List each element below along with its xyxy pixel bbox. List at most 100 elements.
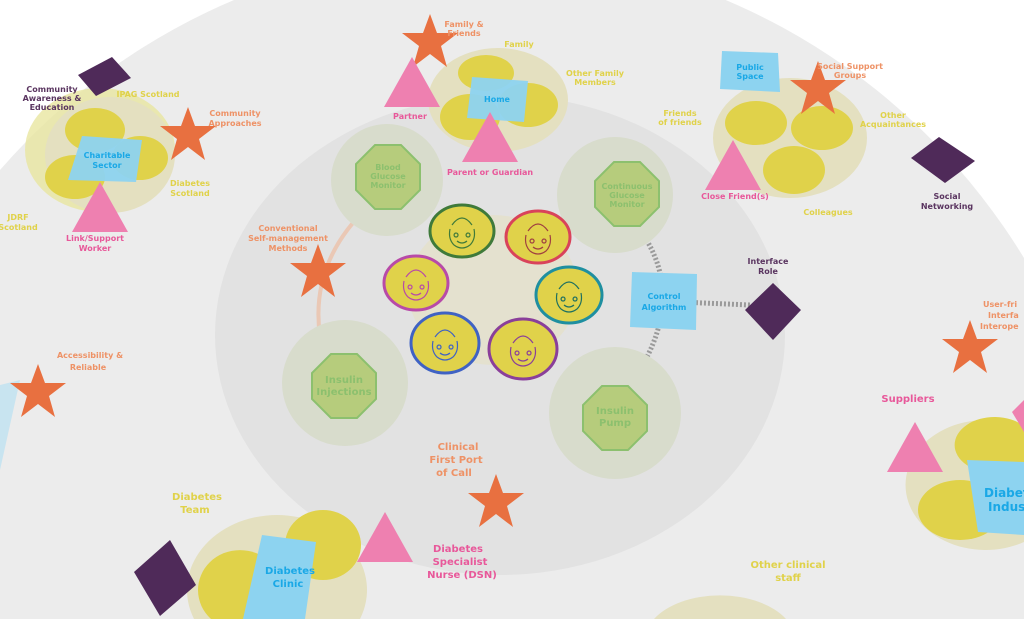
- charitable-sector-square: [68, 136, 142, 182]
- user-avatars: [382, 203, 604, 381]
- label-line: Friends: [447, 29, 480, 38]
- label-line: Interface: [748, 257, 789, 266]
- label-line: Charitable: [84, 151, 131, 160]
- label-line: Insulin: [325, 375, 363, 386]
- label-line: Education: [30, 103, 75, 112]
- label-line: Conventional: [258, 224, 318, 233]
- label: Parent or Guardian: [447, 168, 533, 177]
- label: Other clinical staff: [750, 560, 825, 584]
- label-line: Continuous: [602, 182, 653, 191]
- label-line: Methods: [269, 244, 308, 253]
- label: Family &Friends: [444, 20, 483, 38]
- label-line: of Call: [436, 468, 472, 479]
- label-line: Monitor: [370, 181, 405, 190]
- label-line: Groups: [834, 71, 866, 80]
- home-square: [467, 77, 528, 122]
- label-line: Diabet: [984, 486, 1024, 500]
- label-line: First Port: [429, 455, 483, 466]
- label-line: Interope: [980, 322, 1019, 331]
- label-line: Nurse (DSN): [427, 570, 497, 581]
- label-line: Injections: [316, 387, 371, 398]
- label-line: Link/Support: [66, 234, 124, 243]
- label-line: Friends: [663, 109, 696, 118]
- label-line: Scotland: [170, 189, 210, 198]
- avatar: [534, 265, 604, 325]
- label-line: Indus: [988, 500, 1024, 514]
- control-algorithm-square: [630, 272, 697, 330]
- label-line: Networking: [921, 202, 974, 211]
- label-line: Public: [736, 63, 764, 72]
- label: Partner: [393, 112, 427, 121]
- public-space-square: [720, 51, 780, 92]
- label-line: of friends: [658, 118, 702, 127]
- label-line: Community: [209, 109, 261, 118]
- family-cluster: Home Family &Friends Family Other Family…: [384, 14, 625, 177]
- label-line: Other Family: [566, 69, 625, 78]
- label-line: Control: [647, 292, 680, 301]
- label-line: Acquaintances: [860, 120, 926, 129]
- label-line: Insulin: [596, 406, 634, 417]
- label-line: Other: [880, 111, 906, 120]
- label-line: Space: [736, 72, 764, 81]
- label-line: Community: [26, 85, 78, 94]
- social-networking-diamond: [911, 137, 975, 183]
- clinical-diamond: [134, 540, 196, 616]
- community-awareness-diamond: [78, 57, 131, 96]
- insulin-injections-octagon: [311, 353, 377, 419]
- label-line: Social Support: [817, 62, 883, 71]
- label-line: Scotland: [0, 223, 38, 232]
- label-line: Algorithm: [642, 303, 687, 312]
- label-line: Role: [758, 267, 778, 276]
- interface-role-diamond: [745, 283, 801, 340]
- label-line: Accessibility &: [57, 351, 123, 360]
- label-line: Clinic: [273, 579, 304, 590]
- label: Suppliers: [881, 394, 934, 405]
- label: Accessibility & Reliable: [57, 351, 123, 372]
- label: IPAG Scotland: [116, 90, 179, 99]
- label-line: Reliable: [70, 363, 107, 372]
- label-line: Sector: [92, 161, 121, 170]
- label: Family: [504, 40, 534, 49]
- label-line: Diabetes: [265, 566, 315, 577]
- avatar: [504, 209, 572, 265]
- label-line: Monitor: [609, 200, 644, 209]
- diabetes-clinic-square: [243, 535, 316, 619]
- label-line: Worker: [79, 244, 112, 253]
- diabetes-industry-square: [967, 460, 1024, 535]
- label-line: Glucose: [370, 172, 406, 181]
- label-line: Clinical: [438, 442, 479, 453]
- label-line: JDRF: [6, 213, 28, 222]
- label-line: Team: [180, 505, 209, 516]
- label-line: staff: [775, 573, 801, 584]
- label: Colleagues: [803, 208, 853, 217]
- label-line: Blood: [375, 163, 401, 172]
- avatar: [409, 311, 481, 375]
- label-line: Other clinical: [750, 560, 825, 571]
- avatar: [382, 254, 450, 312]
- label-line: Glucose: [609, 191, 645, 200]
- label-line: Awareness &: [23, 94, 82, 103]
